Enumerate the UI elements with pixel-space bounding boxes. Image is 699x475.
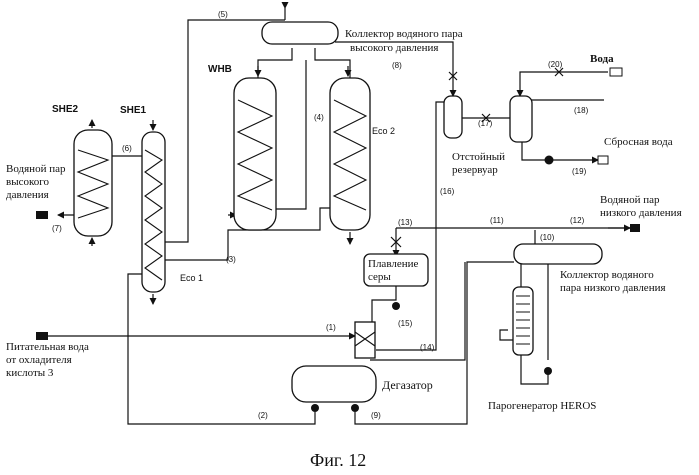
- hp-steam-label-2: высокого: [6, 176, 49, 188]
- figure-caption: Фиг. 12: [310, 450, 366, 470]
- eco2-label: Eco 2: [372, 126, 395, 136]
- feed-water-label-1: Питательная вода: [6, 341, 89, 353]
- stream-20: (20): [548, 60, 563, 69]
- stream-8: (8): [392, 61, 402, 70]
- stream-12: (12): [570, 216, 585, 225]
- stream-18: (18): [574, 106, 589, 115]
- settling-tank: [444, 96, 462, 138]
- water-label: Вода: [590, 53, 614, 65]
- she2-exchanger: [74, 130, 112, 236]
- whb-exchanger: [234, 78, 276, 230]
- stream-14: (14): [420, 343, 435, 352]
- heros-steam-generator: [513, 287, 533, 355]
- deaerator-vessel: [292, 366, 376, 402]
- she1-exchanger: [142, 132, 165, 292]
- deaerator-head: [355, 322, 375, 358]
- settling-tank-label-2: резервуар: [452, 164, 498, 176]
- stream-3: (3): [226, 255, 236, 264]
- lp-collector-label-1: Коллектор водяного: [560, 269, 654, 281]
- stream-6: (6): [122, 144, 132, 153]
- sulfur-melting-label-1: Плавление: [368, 258, 419, 270]
- deaerator-label: Дегазатор: [382, 378, 433, 392]
- stream-1: (1): [326, 323, 336, 332]
- she2-label: SHE2: [52, 104, 79, 115]
- lp-steam-label-2: низкого давления: [600, 207, 682, 219]
- lp-steam-collector: [514, 244, 602, 264]
- hp-collector-label-2: высокого давления: [350, 42, 438, 54]
- stream-11: (11): [490, 216, 504, 225]
- hp-steam-label-3: давления: [6, 189, 49, 201]
- stream-9: (9): [371, 411, 381, 420]
- feed-water-label-2: от охладителя: [6, 354, 72, 366]
- hp-steam-collector: [262, 22, 338, 44]
- settling-tank-label-1: Отстойный: [452, 151, 505, 163]
- hp-steam-label-1: Водяной пар: [6, 163, 66, 175]
- discharge-water-label: Сбросная вода: [604, 136, 673, 148]
- stream-15: (15): [398, 319, 413, 328]
- she1-label: SHE1: [120, 105, 147, 116]
- lp-collector-label-2: пара низкого давления: [560, 282, 666, 294]
- stream-4: (4): [314, 113, 324, 122]
- stream-2: (2): [258, 411, 268, 420]
- water-vessel: [510, 96, 532, 142]
- feed-water-label-3: кислоты 3: [6, 367, 54, 379]
- stream-16: (16): [440, 187, 455, 196]
- stream-17: (17): [478, 119, 493, 128]
- hp-collector-label-1: Коллектор водяного пара: [345, 28, 463, 40]
- stream-7: (7): [52, 224, 62, 233]
- stream-5: (5): [218, 10, 228, 19]
- heros-label: Парогенератор HEROS: [488, 400, 596, 412]
- stream-13: (13): [398, 218, 413, 227]
- whb-label: WHB: [208, 64, 232, 75]
- sulfur-melting-label-2: серы: [368, 271, 391, 283]
- stream-19: (19): [572, 167, 587, 176]
- stream-10: (10): [540, 233, 555, 242]
- lp-steam-label-1: Водяной пар: [600, 194, 660, 206]
- eco2-exchanger: [330, 78, 370, 230]
- eco1-label: Eco 1: [180, 273, 203, 283]
